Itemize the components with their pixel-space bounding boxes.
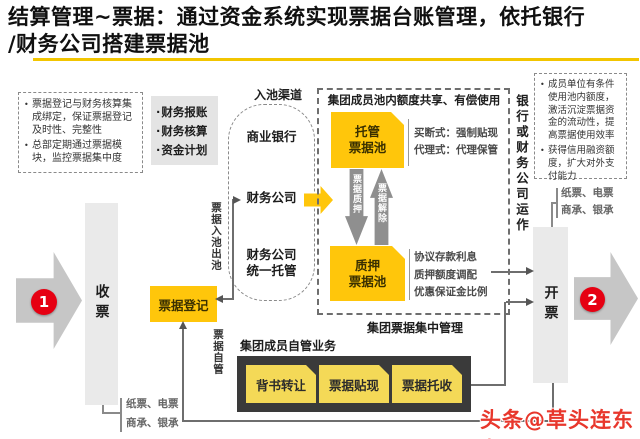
- bill-type-item: 纸票、电票: [561, 187, 614, 199]
- page-title-line1: 结算管理~票据：通过资金系统实现票据台账管理，依托银行: [8, 5, 586, 29]
- bank-operation-vertical-label: 银行或财务公司运作: [514, 94, 529, 234]
- right-note-list: 成员单位有条件使用池内额度，激活沉淀票据资金的流动性，提高票据使用效率 获得信用…: [539, 79, 623, 183]
- self-managed-flow-label: 票据自管: [212, 329, 224, 375]
- endorse-transfer-box: 背书转让: [246, 365, 316, 403]
- module-item: 资金计划: [156, 141, 215, 160]
- left-note-item: 票据登记与财务核算集成绑定，保证票据登记及时性、完整性: [24, 98, 139, 137]
- bill-register-box: 票据登记: [150, 286, 217, 322]
- channel-item-bank: 商业银行: [246, 129, 297, 144]
- in-out-arrowhead-right-icon: [233, 196, 241, 204]
- pledge-pool-box: 质押 票据池: [330, 246, 405, 301]
- pledge-arrow-label: 票据质押: [351, 174, 361, 214]
- right-bill-types: 纸票、电票 商承、银承: [561, 185, 614, 219]
- issue-bar-label: 开票: [542, 285, 559, 325]
- page-title-line2: /财务公司搭建票据池: [8, 32, 210, 56]
- custody-note-item: 买断式：强制贴现: [414, 127, 498, 139]
- self-managed-arrowhead-up-icon: [179, 321, 187, 329]
- right-bills-bracket-arm: [551, 202, 557, 204]
- self-managed-panel: 背书转让 票据贴现 票据托收: [237, 356, 471, 412]
- bill-type-item: 纸票、电票: [126, 398, 179, 410]
- left-bill-types: 纸票、电票 商承、银承: [126, 395, 179, 433]
- right-bills-bracket-stem: [551, 202, 553, 227]
- pledge-note-item: 质押额度调配: [414, 268, 477, 281]
- left-bills-bracket-arm: [102, 412, 121, 414]
- channel-header: 入池渠道: [253, 88, 302, 102]
- receive-bar: 收票: [85, 203, 118, 405]
- left-note-item: 总部定期通过票据模块，监控票据集中度: [24, 139, 139, 165]
- bill-discount-box: 票据贴现: [319, 365, 389, 403]
- pledge-notes: 协议存款利息 质押额度调配 优惠保证金比例: [414, 249, 488, 302]
- receive-bar-label: 收票: [93, 284, 110, 324]
- selfbox-to-issue-line-v: [504, 302, 506, 386]
- issue-bar: 开票: [533, 227, 568, 383]
- release-arrow-label: 票据解除: [376, 183, 386, 223]
- in-out-flow-label: 票据入池出池: [210, 202, 222, 271]
- right-note-item: 成员单位有条件使用池内额度，激活沉淀票据资金的流动性，提高票据使用效率: [540, 79, 623, 143]
- in-out-arrowhead-left-icon: [215, 295, 223, 303]
- right-note-box: 成员单位有条件使用池内额度，激活沉淀票据资金的流动性，提高票据使用效率 获得信用…: [534, 73, 627, 182]
- right-bills-bracket: [556, 188, 558, 218]
- bill-collection-box: 票据托收: [392, 365, 462, 403]
- module-item: 财务核算: [156, 122, 215, 141]
- release-arrow-up-icon: 票据解除: [370, 169, 393, 245]
- selfbox-to-issue-line-top: [506, 301, 527, 303]
- step1-badge: 1: [31, 289, 57, 315]
- finance-modules-box: 财务报账 财务核算 资金计划: [151, 96, 218, 165]
- selfbox-to-issue-arrowhead-icon: [526, 298, 534, 306]
- selfbox-to-issue-line-h: [470, 384, 506, 386]
- group-pool-header: 集团成员池内额度共享、有偿使用: [327, 93, 501, 107]
- custody-pool-box: 托管 票据池: [331, 112, 404, 168]
- step2-badge: 2: [580, 287, 605, 312]
- bill-type-item: 商承、银承: [561, 204, 614, 216]
- bottom-routing-line: [182, 420, 554, 422]
- title-underline: [33, 58, 639, 61]
- bill-type-item: 商承、银承: [126, 417, 179, 429]
- left-bills-bracket-stem: [102, 405, 104, 414]
- self-managed-caption: 集团成员自管业务: [240, 339, 337, 353]
- custody-separator: [408, 119, 409, 166]
- channel-item-finance-co: 财务公司: [246, 190, 297, 205]
- left-note-box: 票据登记与财务核算集成绑定，保证票据登记及时性、完整性 总部定期通过票据模块，监…: [18, 92, 143, 173]
- custody-note-item: 代理式：代理保管: [414, 143, 498, 156]
- group-pool-box: [317, 88, 510, 315]
- in-out-connector-arm: [222, 298, 234, 300]
- pledge-note-item: 协议存款利息: [414, 251, 477, 263]
- pledge-note-item: 优惠保证金比例: [414, 286, 488, 298]
- page-title: 结算管理~票据：通过资金系统实现票据台账管理，依托银行 /财务公司搭建票据池: [8, 4, 640, 58]
- pledge-to-issue-arrowhead-icon: [526, 267, 534, 275]
- self-managed-connector-line: [182, 325, 184, 422]
- pledge-to-issue-line: [491, 271, 527, 273]
- right-note-item: 获得信用融资额度，扩大对外支付能力: [540, 145, 623, 183]
- left-note-list: 票据登记与财务核算集成绑定，保证票据登记及时性、完整性 总部定期通过票据模块，监…: [23, 98, 139, 165]
- module-item: 财务报账: [156, 103, 215, 122]
- left-bills-bracket: [120, 398, 122, 432]
- pledge-separator: [409, 249, 410, 300]
- issue-bar-down-line: [552, 383, 554, 422]
- channel-item-unified-custody: 财务公司 统一托管: [246, 247, 297, 278]
- in-out-connector-line: [232, 199, 234, 300]
- pledge-arrow-down-icon: 票据质押: [345, 169, 368, 245]
- group-pool-caption: 集团票据集中管理: [366, 321, 463, 335]
- custody-notes: 买断式：强制贴现 代理式：代理保管: [414, 125, 498, 158]
- watermark: 头条@草头连东女: [480, 408, 634, 439]
